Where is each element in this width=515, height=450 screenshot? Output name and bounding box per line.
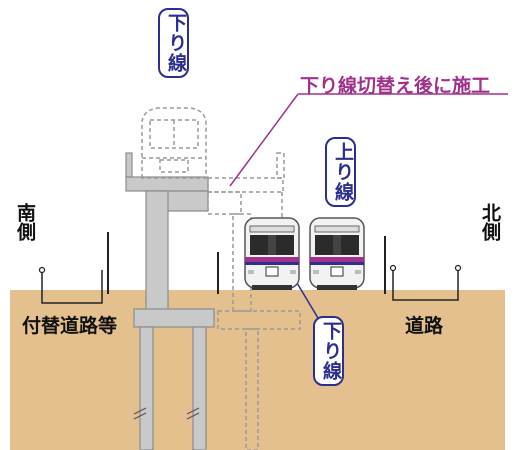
train-down-line (244, 217, 300, 290)
pile-break-marks (133, 407, 200, 420)
road-label: 道路 (405, 315, 444, 337)
down-line-label-bottom: 下り線 (313, 316, 344, 386)
construction-note: 下り線切替え後に施工 (300, 75, 491, 97)
annotation-leader (229, 93, 299, 187)
train-up-line (309, 217, 365, 290)
future-train (141, 107, 207, 179)
lamp-icon (38, 266, 46, 274)
north-side-label: 北側 (479, 203, 501, 241)
lamp-icon (389, 264, 397, 272)
road-surface (392, 268, 459, 301)
up-line-label: 上り線 (325, 137, 356, 207)
south-side-label: 南側 (14, 203, 36, 241)
lamp-icon (454, 264, 462, 272)
detour-road-label: 付替道路等 (22, 315, 118, 337)
detour-road-surface (41, 270, 103, 304)
down-line-leader (296, 282, 319, 319)
down-line-label-top: 下り線 (158, 8, 189, 78)
viaduct-structure (125, 152, 215, 450)
